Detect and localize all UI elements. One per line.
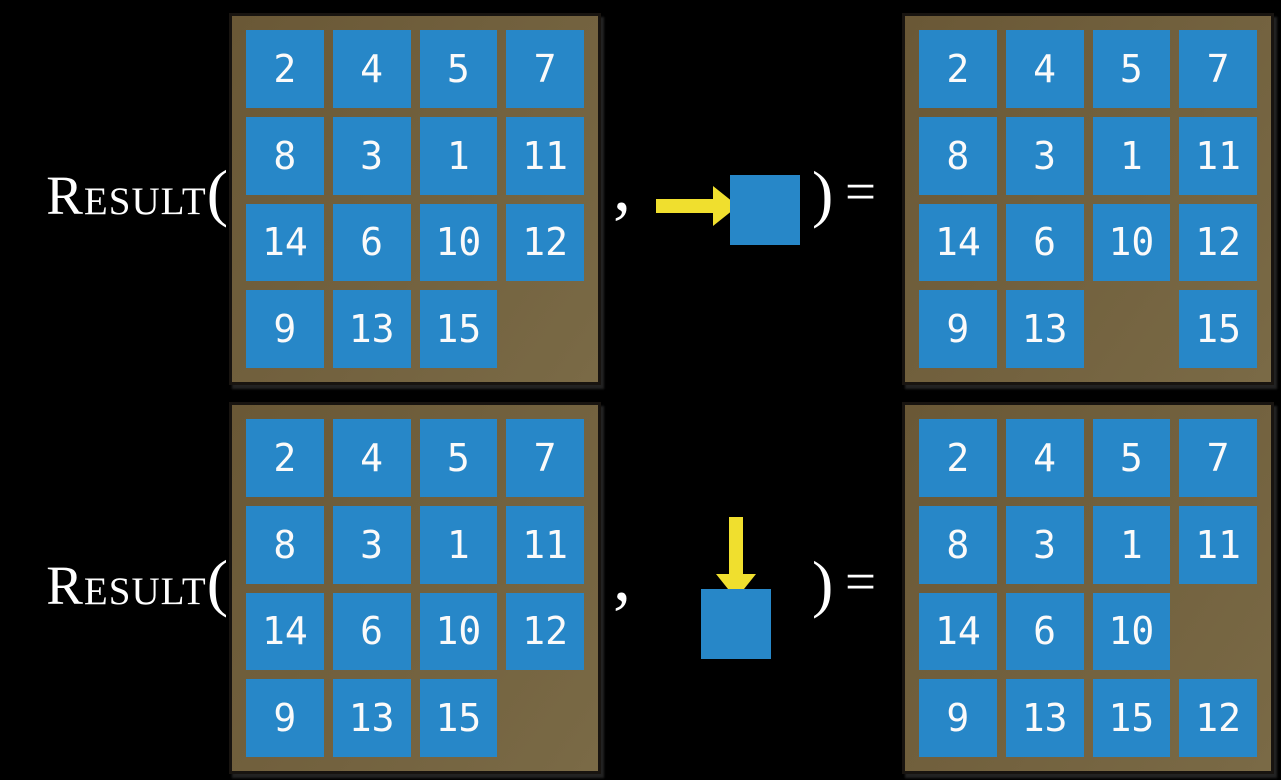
puzzle-tile: 3	[1005, 505, 1084, 584]
puzzle-tile: 10	[419, 203, 498, 282]
puzzle-tile: 1	[419, 116, 498, 195]
down-arrow-icon	[716, 517, 756, 599]
empty-cell	[1093, 290, 1171, 368]
puzzle-tile: 13	[1005, 290, 1084, 368]
puzzle-tile: 12	[1179, 679, 1257, 757]
puzzle-tile: 8	[919, 505, 997, 584]
puzzle-tile: 7	[1179, 30, 1257, 108]
puzzle-tile: 6	[1005, 592, 1084, 671]
puzzle-tile: 8	[246, 116, 324, 195]
function-name: Result	[46, 165, 207, 226]
empty-cell	[1179, 593, 1257, 671]
puzzle-tile: 12	[1179, 203, 1257, 282]
puzzle-tile: 13	[1005, 679, 1084, 757]
move-tile-icon	[730, 175, 800, 245]
puzzle-tile: 15	[419, 679, 498, 757]
close-paren: )	[812, 158, 834, 229]
comma-separator: ,	[613, 536, 631, 616]
function-label: Result (	[46, 161, 228, 225]
puzzle-tile: 8	[246, 505, 324, 584]
puzzle-tile: 9	[246, 290, 324, 368]
puzzle-tile: 9	[919, 290, 997, 368]
puzzle-tile: 5	[1092, 419, 1171, 497]
puzzle-tile: 2	[919, 419, 997, 497]
puzzle-tile: 4	[1005, 419, 1084, 497]
puzzle-tile: 13	[332, 290, 411, 368]
puzzle-tile: 5	[1092, 30, 1171, 108]
puzzle-tile: 6	[332, 592, 411, 671]
open-paren: (	[206, 547, 228, 618]
puzzle-tile: 1	[1092, 505, 1171, 584]
puzzle-tile: 9	[919, 679, 997, 757]
equals-sign: =	[845, 551, 877, 612]
comma-separator: ,	[613, 146, 631, 226]
puzzle-tile: 13	[332, 679, 411, 757]
puzzle-tile: 11	[1179, 505, 1257, 584]
puzzle-tile: 4	[1005, 30, 1084, 108]
puzzle-tile: 4	[332, 419, 411, 497]
puzzle-tile: 9	[246, 679, 324, 757]
puzzle-tile: 3	[332, 505, 411, 584]
equals-sign: =	[845, 161, 877, 222]
puzzle-tile: 6	[332, 203, 411, 282]
puzzle-tile: 2	[246, 419, 324, 497]
puzzle-tile: 3	[1005, 116, 1084, 195]
puzzle-tile: 8	[919, 116, 997, 195]
close-paren: )	[812, 548, 834, 619]
puzzle-tile: 10	[419, 592, 498, 671]
puzzle-tile: 7	[1179, 419, 1257, 497]
puzzle-tile: 12	[506, 592, 584, 671]
puzzle-tile: 14	[246, 592, 324, 671]
open-paren: (	[206, 157, 228, 228]
puzzle-tile: 1	[1092, 116, 1171, 195]
puzzle-tile: 2	[919, 30, 997, 108]
puzzle-tile: 14	[919, 203, 997, 282]
puzzle-tile: 5	[419, 30, 498, 108]
right-arrow-icon	[656, 186, 738, 226]
puzzle-tile: 14	[246, 203, 324, 282]
puzzle-tile: 12	[506, 203, 584, 282]
puzzle-tile: 4	[332, 30, 411, 108]
function-label: Result (	[46, 551, 228, 615]
puzzle-tile: 2	[246, 30, 324, 108]
empty-cell	[506, 679, 584, 757]
puzzle-tile: 3	[332, 116, 411, 195]
empty-cell	[506, 290, 584, 368]
function-name: Result	[46, 555, 207, 616]
puzzle-tile: 15	[1092, 679, 1171, 757]
puzzle-tile: 7	[506, 30, 584, 108]
puzzle-tile: 10	[1092, 203, 1171, 282]
move-tile-icon	[701, 589, 771, 659]
puzzle-tile: 11	[1179, 116, 1257, 195]
puzzle-tile: 15	[1179, 290, 1257, 368]
puzzle-tile: 15	[419, 290, 498, 368]
puzzle-tile: 11	[506, 505, 584, 584]
puzzle-tile: 5	[419, 419, 498, 497]
puzzle-tile: 1	[419, 505, 498, 584]
puzzle-tile: 14	[919, 592, 997, 671]
puzzle-tile: 6	[1005, 203, 1084, 282]
puzzle-tile: 11	[506, 116, 584, 195]
puzzle-tile: 7	[506, 419, 584, 497]
puzzle-tile: 10	[1092, 592, 1171, 671]
